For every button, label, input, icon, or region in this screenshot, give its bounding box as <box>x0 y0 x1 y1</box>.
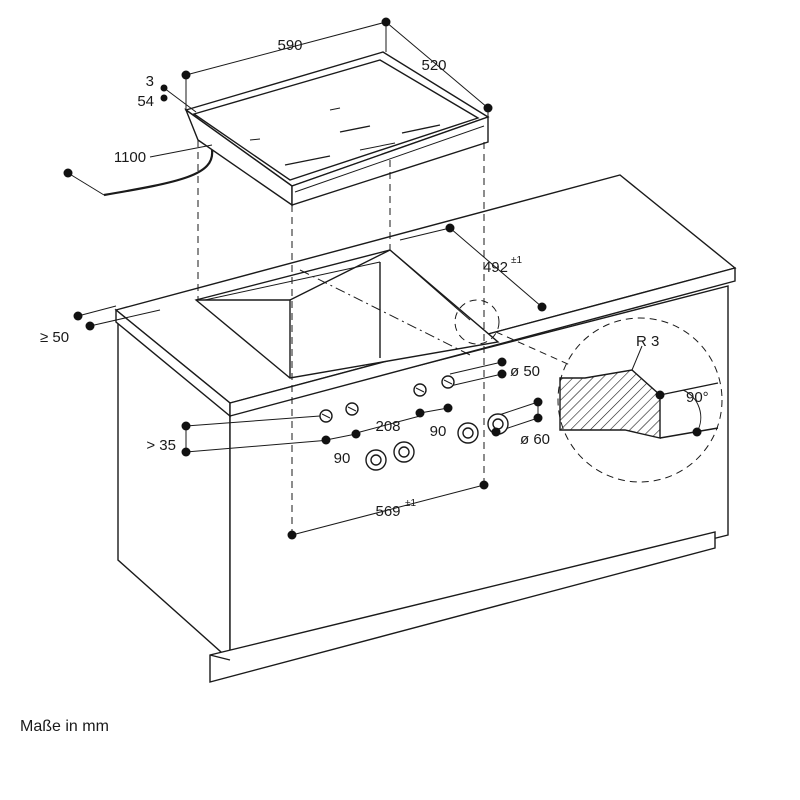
cooktop-zone-markings <box>249 107 441 166</box>
cooktop <box>184 51 490 207</box>
label-knob-min-offset: > 35 <box>146 437 176 454</box>
label-detail-radius: R 3 <box>636 333 659 350</box>
dimension-lines <box>67 21 543 536</box>
label-knob-spacing-left: 90 <box>334 450 351 467</box>
label-width: 590 <box>277 37 302 54</box>
knob-front-right <box>457 422 479 444</box>
units-note: Maße in mm <box>20 718 109 735</box>
label-depth: 520 <box>421 57 446 74</box>
label-cutout-width: 569 <box>375 503 400 520</box>
dimension-labels: 590 520 3 54 1100 492 ±1 ≥ 50 569 ±1 > 3… <box>40 37 709 520</box>
control-knobs <box>319 375 509 471</box>
edge-detail <box>454 299 723 483</box>
label-height: 54 <box>137 93 154 110</box>
label-hole-diameter-50: ø 50 <box>510 363 540 380</box>
label-cutout-width-tolerance: ±1 <box>405 498 416 509</box>
label-cutout-depth-tolerance: ±1 <box>511 255 522 266</box>
power-cable <box>103 149 214 197</box>
label-thickness: 3 <box>146 73 154 90</box>
label-cutout-depth: 492 <box>483 259 508 276</box>
label-detail-angle: 90° <box>686 389 709 406</box>
projection-lines <box>197 140 485 535</box>
label-knob-spacing-right: 90 <box>430 423 447 440</box>
knob-front-left-2 <box>393 441 415 463</box>
label-front-distance: ≥ 50 <box>40 329 69 346</box>
label-knob-pair-spacing: 208 <box>375 418 400 435</box>
dimension-dots <box>63 17 702 540</box>
label-cable-length: 1100 <box>114 149 146 166</box>
label-hole-diameter-60: ø 60 <box>520 431 550 448</box>
worktop-cutout <box>194 249 500 379</box>
knob-front-left <box>365 449 387 471</box>
